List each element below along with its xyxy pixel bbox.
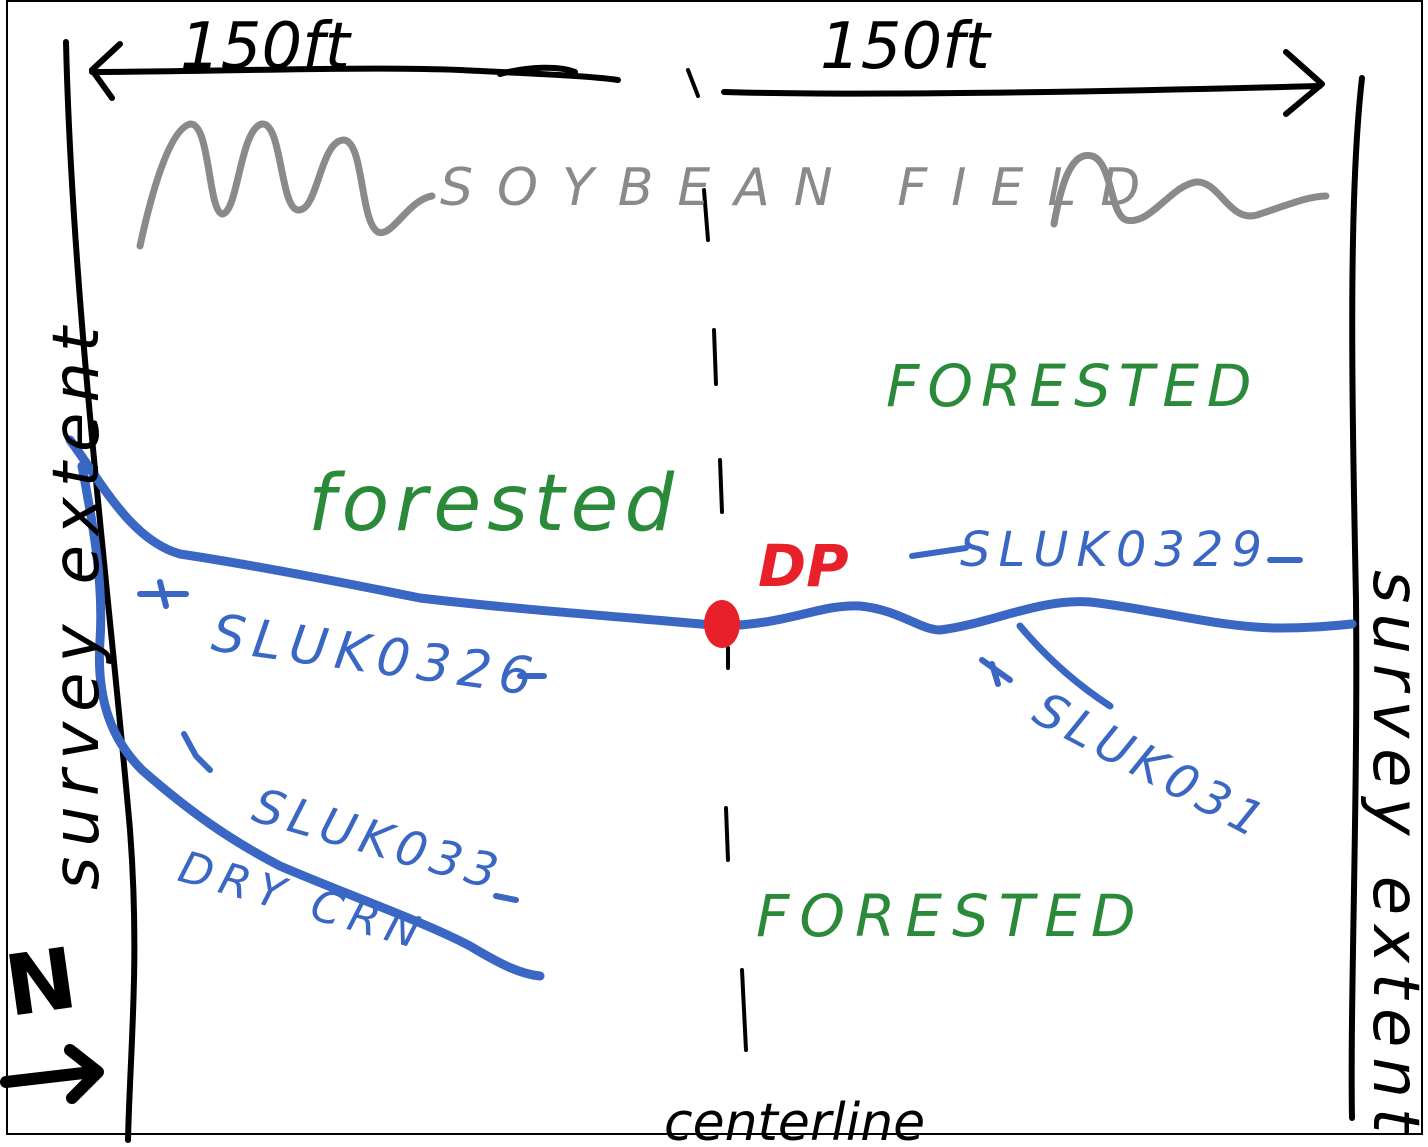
right-survey-boundary (1348, 75, 1365, 1121)
frame-border (6, 0, 1423, 1135)
survey-extent-left-label: survey extent (40, 317, 114, 890)
stream-label-left-leader (137, 579, 547, 679)
soybean-field-scribble-left (136, 120, 436, 250)
soybean-field-scribble-right (1050, 152, 1330, 228)
stream-label-branch-right-leader (979, 657, 1013, 687)
left-dimension-arrow (89, 41, 621, 101)
centerline-label: centerline (664, 1093, 925, 1147)
forested-lower-right-label: FORESTED (756, 882, 1146, 950)
north-label: N (0, 929, 82, 1036)
soybean-field-label: SOYBEAN FIELD (440, 158, 1164, 218)
left-branch-stream (77, 461, 545, 981)
stream-label-left: SLUK0326 (208, 603, 544, 708)
right-dimension-label: 150ft (820, 10, 993, 84)
stream-label-branch-right: SLUK031 (1024, 681, 1278, 851)
stream-label-right-leader (909, 545, 1303, 563)
centerline-dashes (686, 68, 748, 1052)
main-stream-line (65, 435, 1357, 635)
left-arrow-tail-scribble (497, 64, 578, 77)
forested-upper-right-label: FORESTED (886, 352, 1260, 420)
dp-label: DP (758, 532, 849, 600)
north-arrow-icon (0, 1044, 104, 1104)
stream-label-right: SLUK0329 (960, 522, 1270, 578)
right-dimension-arrow (721, 49, 1325, 117)
left-survey-boundary (63, 39, 138, 1143)
survey-extent-right-label: survey extent (1358, 570, 1428, 1143)
stream-label-branch-left-leader (181, 731, 519, 903)
dp-point (704, 600, 740, 648)
forested-upper-left-label: forested (308, 459, 680, 549)
right-branch-stream (1016, 622, 1114, 710)
left-dimension-label: 150ft (180, 10, 353, 84)
